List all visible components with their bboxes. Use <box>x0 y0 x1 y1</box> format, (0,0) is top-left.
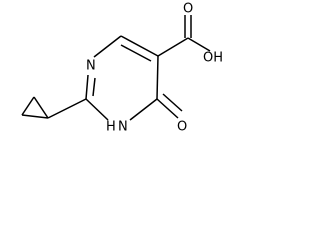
bond-cyclopropyl-b <box>21 114 49 119</box>
molecule-structure: N N H O O OH <box>21 2 223 135</box>
bond-n1-c2-inner <box>92 77 96 97</box>
bond-c5-carboxyl-c <box>157 37 189 57</box>
bond-carboxyl-c-oh <box>187 37 211 52</box>
atom-label-n1: N <box>86 59 96 74</box>
bond-c2-n3 <box>85 98 109 121</box>
atom-label-n3: N <box>118 120 128 135</box>
bond-c6-n1 <box>93 35 122 58</box>
atom-label-carbonyl-o: O <box>177 120 187 135</box>
bond-n1-c2 <box>85 74 89 100</box>
bond-c4-carbonyl-o-second <box>162 93 183 112</box>
atom-label-acid-oh: OH <box>203 51 223 66</box>
bond-c6-c5 <box>120 35 159 57</box>
bond-cyclopropyl-c <box>21 96 35 116</box>
bond-c2-cyclopropyl <box>47 98 87 119</box>
bond-c4-carbonyl-o <box>156 98 179 119</box>
bond-c6-c5-inner <box>120 44 152 62</box>
bond-n3-c4 <box>129 98 158 121</box>
atom-label-n3-h: H <box>106 120 116 135</box>
bond-cyclopropyl-a <box>33 96 49 119</box>
bond-c4-c5 <box>156 55 159 100</box>
atom-label-acid-o: O <box>183 2 193 17</box>
